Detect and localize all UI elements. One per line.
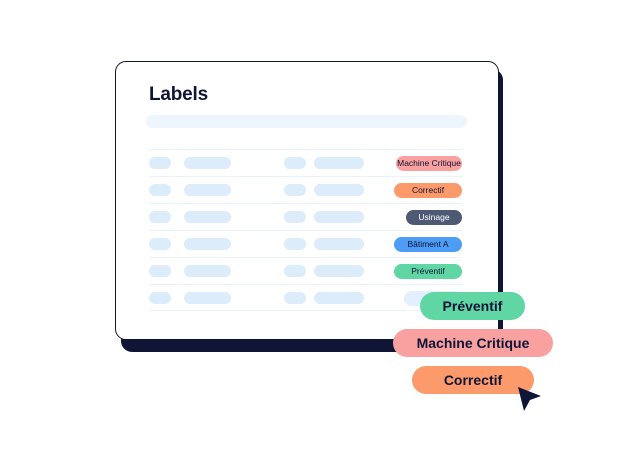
cell-placeholder xyxy=(314,157,364,169)
cell-placeholder xyxy=(184,211,231,223)
cell-placeholder xyxy=(314,265,364,277)
cell-placeholder xyxy=(284,211,306,223)
table-row[interactable]: Correctif xyxy=(149,176,462,203)
cell-placeholder xyxy=(314,292,364,304)
cell-placeholder xyxy=(149,184,171,196)
table-row[interactable]: Machine Critique xyxy=(149,149,462,176)
cell-placeholder xyxy=(284,238,306,250)
cell-placeholder xyxy=(184,184,231,196)
cell-placeholder xyxy=(149,157,171,169)
table-row[interactable]: Ma xyxy=(149,284,462,311)
cell-placeholder xyxy=(314,184,364,196)
cell-placeholder xyxy=(149,238,171,250)
label-chip[interactable]: Préventif xyxy=(394,264,462,279)
labels-table: Machine Critique Correctif Usinage xyxy=(149,149,462,311)
card-title: Labels xyxy=(149,84,208,105)
cell-placeholder xyxy=(284,157,306,169)
table-row[interactable]: Usinage xyxy=(149,203,462,230)
floating-label-machine-critique[interactable]: Machine Critique xyxy=(393,329,553,357)
table-row[interactable]: Préventif xyxy=(149,257,462,284)
labels-card: Labels Machine Critique Correctif xyxy=(115,61,499,340)
floating-label-preventif[interactable]: Préventif xyxy=(420,292,525,320)
cell-placeholder xyxy=(284,292,306,304)
cell-placeholder xyxy=(149,265,171,277)
cell-placeholder xyxy=(184,265,231,277)
cell-placeholder xyxy=(284,265,306,277)
mouse-pointer-icon xyxy=(518,387,541,411)
cell-placeholder xyxy=(314,211,364,223)
floating-label-correctif[interactable]: Correctif xyxy=(412,366,534,394)
label-chip[interactable]: Machine Critique xyxy=(396,156,462,171)
cell-placeholder xyxy=(149,292,171,304)
cell-placeholder xyxy=(314,238,364,250)
cell-placeholder xyxy=(284,184,306,196)
cell-placeholder xyxy=(184,292,231,304)
cell-placeholder xyxy=(184,238,231,250)
cell-placeholder xyxy=(184,157,231,169)
label-chip[interactable]: Bâtiment A xyxy=(394,237,462,252)
cell-placeholder xyxy=(149,211,171,223)
table-row[interactable]: Bâtiment A xyxy=(149,230,462,257)
label-chip[interactable]: Correctif xyxy=(394,183,462,198)
label-chip[interactable]: Usinage xyxy=(406,210,462,225)
search-bar-placeholder[interactable] xyxy=(146,115,467,128)
